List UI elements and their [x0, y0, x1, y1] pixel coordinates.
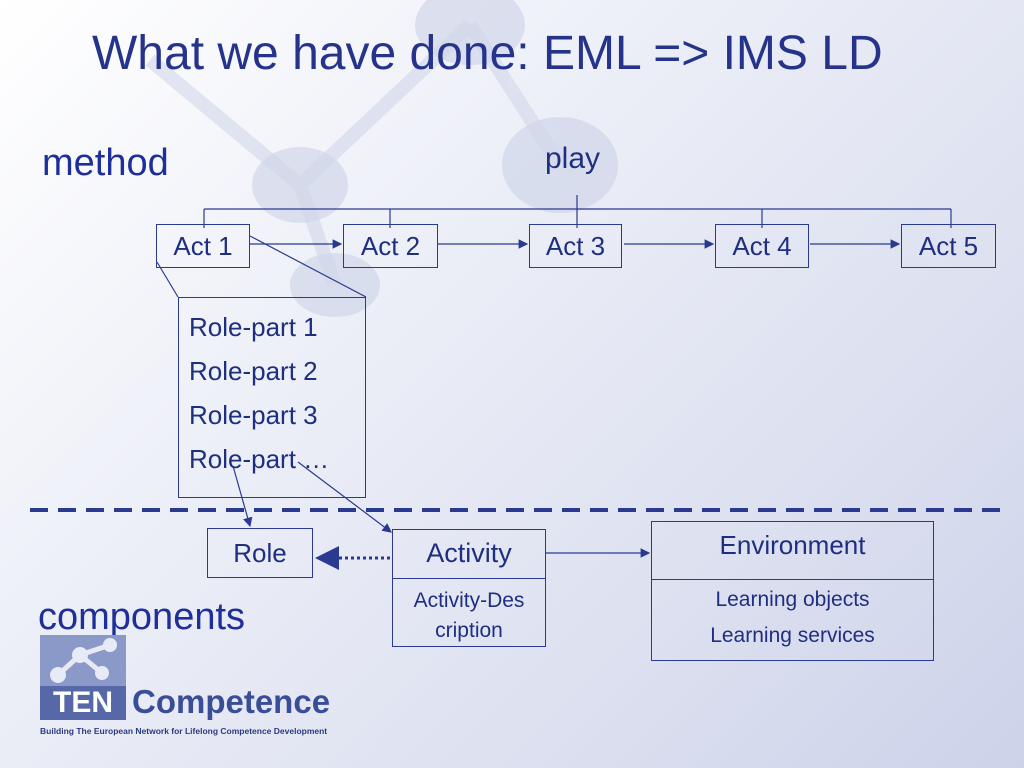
components-label: components — [38, 596, 246, 638]
logo-tagline: Building The European Network for Lifelo… — [40, 726, 328, 736]
act-1-box: Act 1 — [156, 224, 250, 268]
logo-ten: TEN — [40, 686, 126, 720]
role-box: Role — [207, 528, 313, 578]
logo-competence: Competence — [132, 683, 331, 720]
activity-description-label: Activity-Description — [413, 589, 525, 642]
act-4-box: Act 4 — [715, 224, 809, 268]
role-part-box: Role-part 1 Role-part 2 Role-part 3 Role… — [178, 297, 366, 498]
method-label: method — [42, 142, 169, 184]
environment-label: Environment — [652, 522, 933, 580]
act-5-box: Act 5 — [901, 224, 996, 268]
act-2-box: Act 2 — [343, 224, 438, 268]
role-part-item: Role-part 3 — [189, 400, 318, 430]
page-title: What we have done: EML => IMS LD — [92, 27, 883, 80]
activity-label: Activity — [393, 530, 545, 579]
molecule-icon — [50, 638, 117, 683]
act-3-box: Act 3 — [529, 224, 622, 268]
play-label: play — [545, 142, 601, 175]
activity-box: Activity Activity-Description — [392, 529, 546, 647]
role-part-item: Role-part 2 — [189, 356, 318, 386]
role-part-item: Role-part … — [189, 444, 330, 474]
environment-box: Environment Learning objects Learning se… — [651, 521, 934, 661]
role-part-item: Role-part 1 — [189, 312, 318, 342]
environment-item: Learning services — [710, 624, 875, 647]
environment-item: Learning objects — [715, 588, 870, 611]
